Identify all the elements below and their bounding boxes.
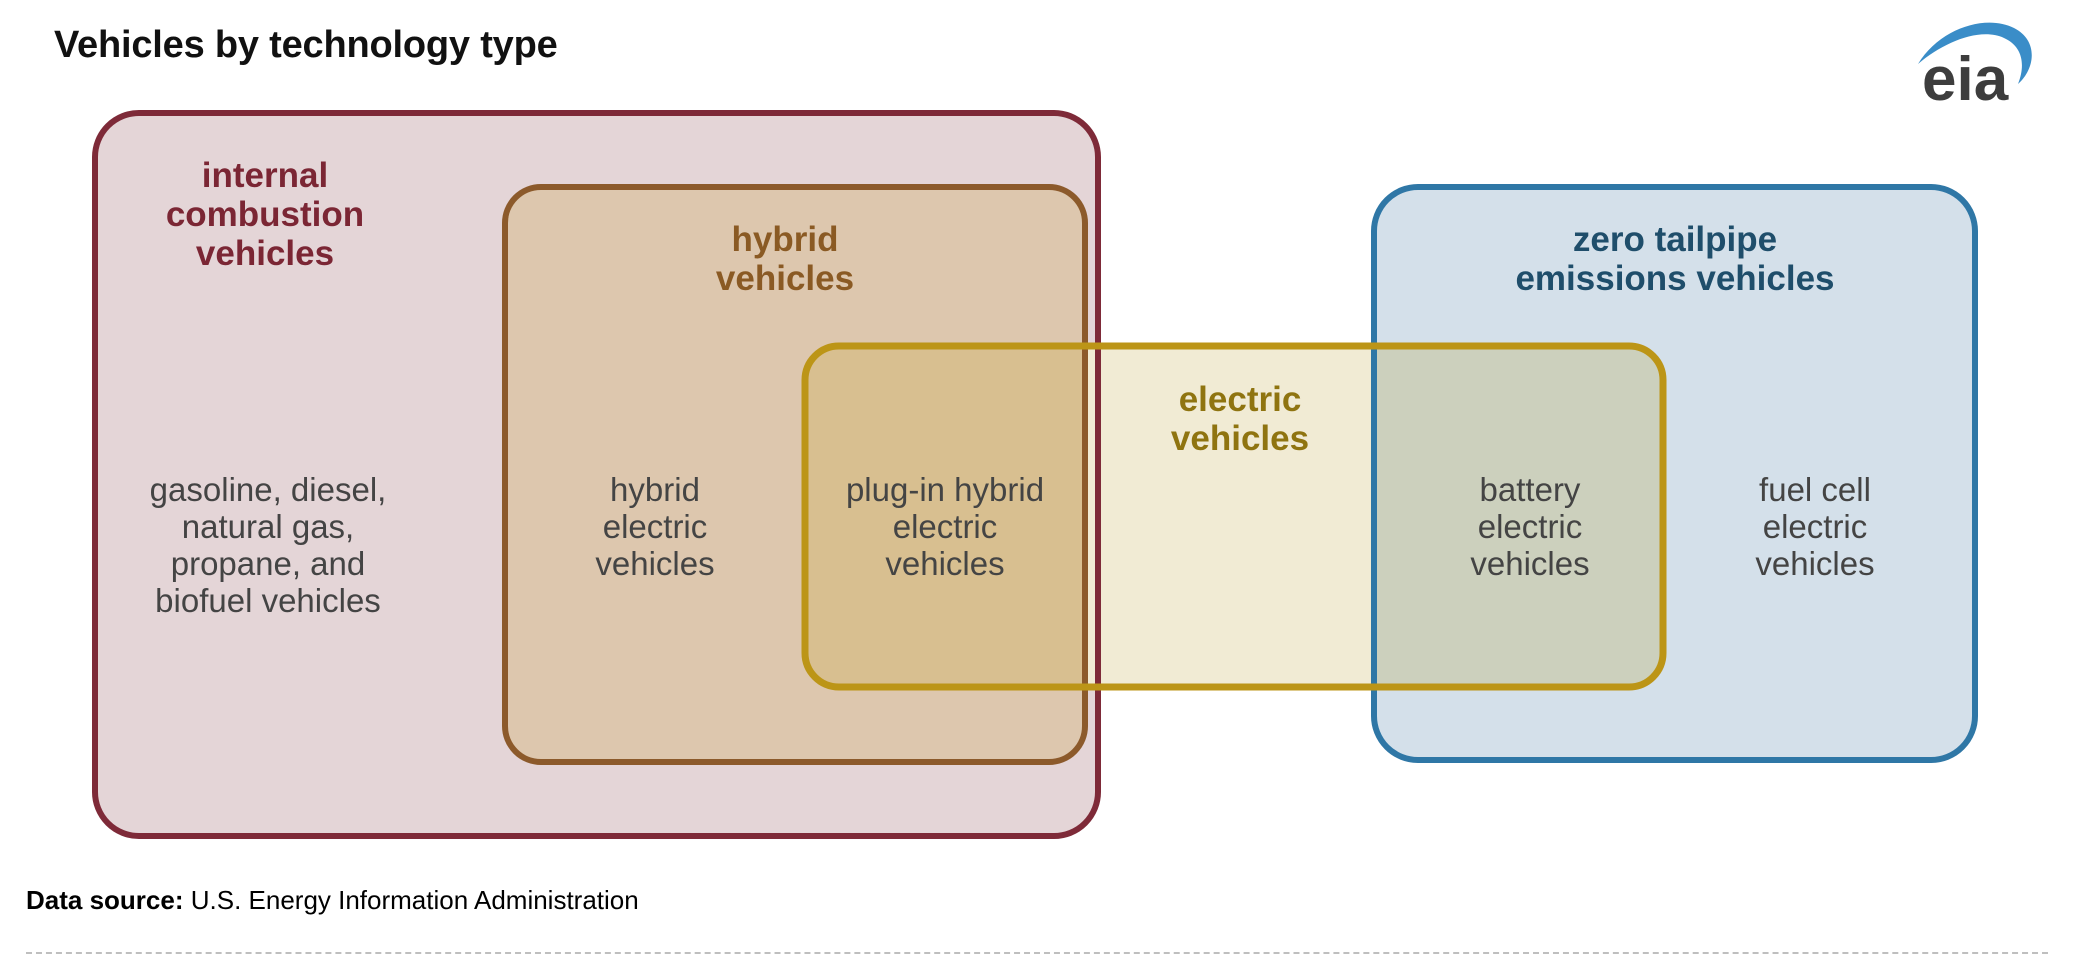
set-zero-tailpipe-title: zero tailpipe emissions vehicles [1515, 220, 1835, 299]
eia-swoosh-icon [1918, 22, 2032, 84]
data-source-footer: Data source: U.S. Energy Information Adm… [26, 885, 639, 916]
set-ice-outline [92, 110, 1101, 839]
set-zero-tailpipe-items: fuel cell electric vehicles [1755, 471, 1875, 582]
set-hybrid-title: hybrid vehicles [715, 220, 855, 299]
intersection-phev-shape [805, 346, 1085, 687]
set-electric-outline [801, 342, 1667, 691]
intersection-bev-items: battery electric vehicles [1470, 471, 1590, 582]
set-hybrid-items: hybrid electric vehicles [595, 471, 715, 582]
data-source-value: U.S. Energy Information Administration [190, 885, 639, 915]
page-title: Vehicles by technology type [54, 24, 558, 66]
set-ice-items: gasoline, diesel, natural gas, propane, … [149, 471, 387, 619]
eia-logo: eia [1918, 22, 2032, 104]
set-zero-tailpipe-outline [1371, 184, 1978, 763]
data-source-label: Data source: [26, 885, 184, 915]
set-ice-title: internal combustion vehicles [165, 156, 365, 274]
set-electric-title: electric vehicles [1170, 380, 1310, 459]
footer-divider [26, 952, 2048, 954]
set-hybrid-outline [502, 184, 1088, 765]
intersection-phev-items: plug-in hybrid electric vehicles [845, 471, 1045, 582]
venn-diagram [92, 110, 1978, 839]
intersection-bev-shape [1374, 346, 1663, 687]
eia-wordmark: eia [1922, 45, 2009, 104]
